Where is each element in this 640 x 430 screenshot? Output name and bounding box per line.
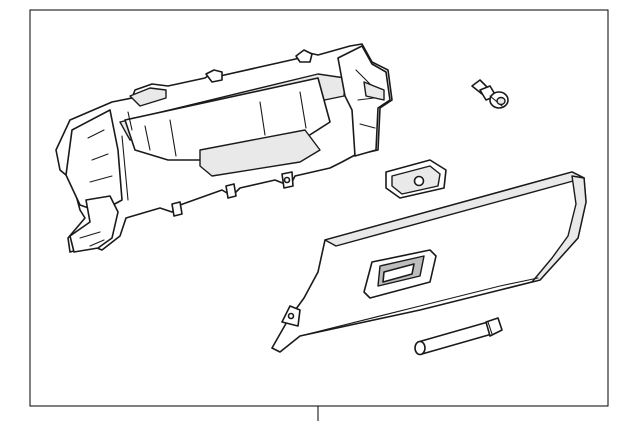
lock-cover-plate-icon[interactable] bbox=[385, 159, 447, 199]
push-clip-icon[interactable] bbox=[471, 79, 509, 109]
glove-box-housing-icon[interactable] bbox=[55, 43, 393, 253]
glove-box-door-icon[interactable] bbox=[271, 171, 587, 353]
damper-rod-icon[interactable] bbox=[414, 317, 503, 356]
